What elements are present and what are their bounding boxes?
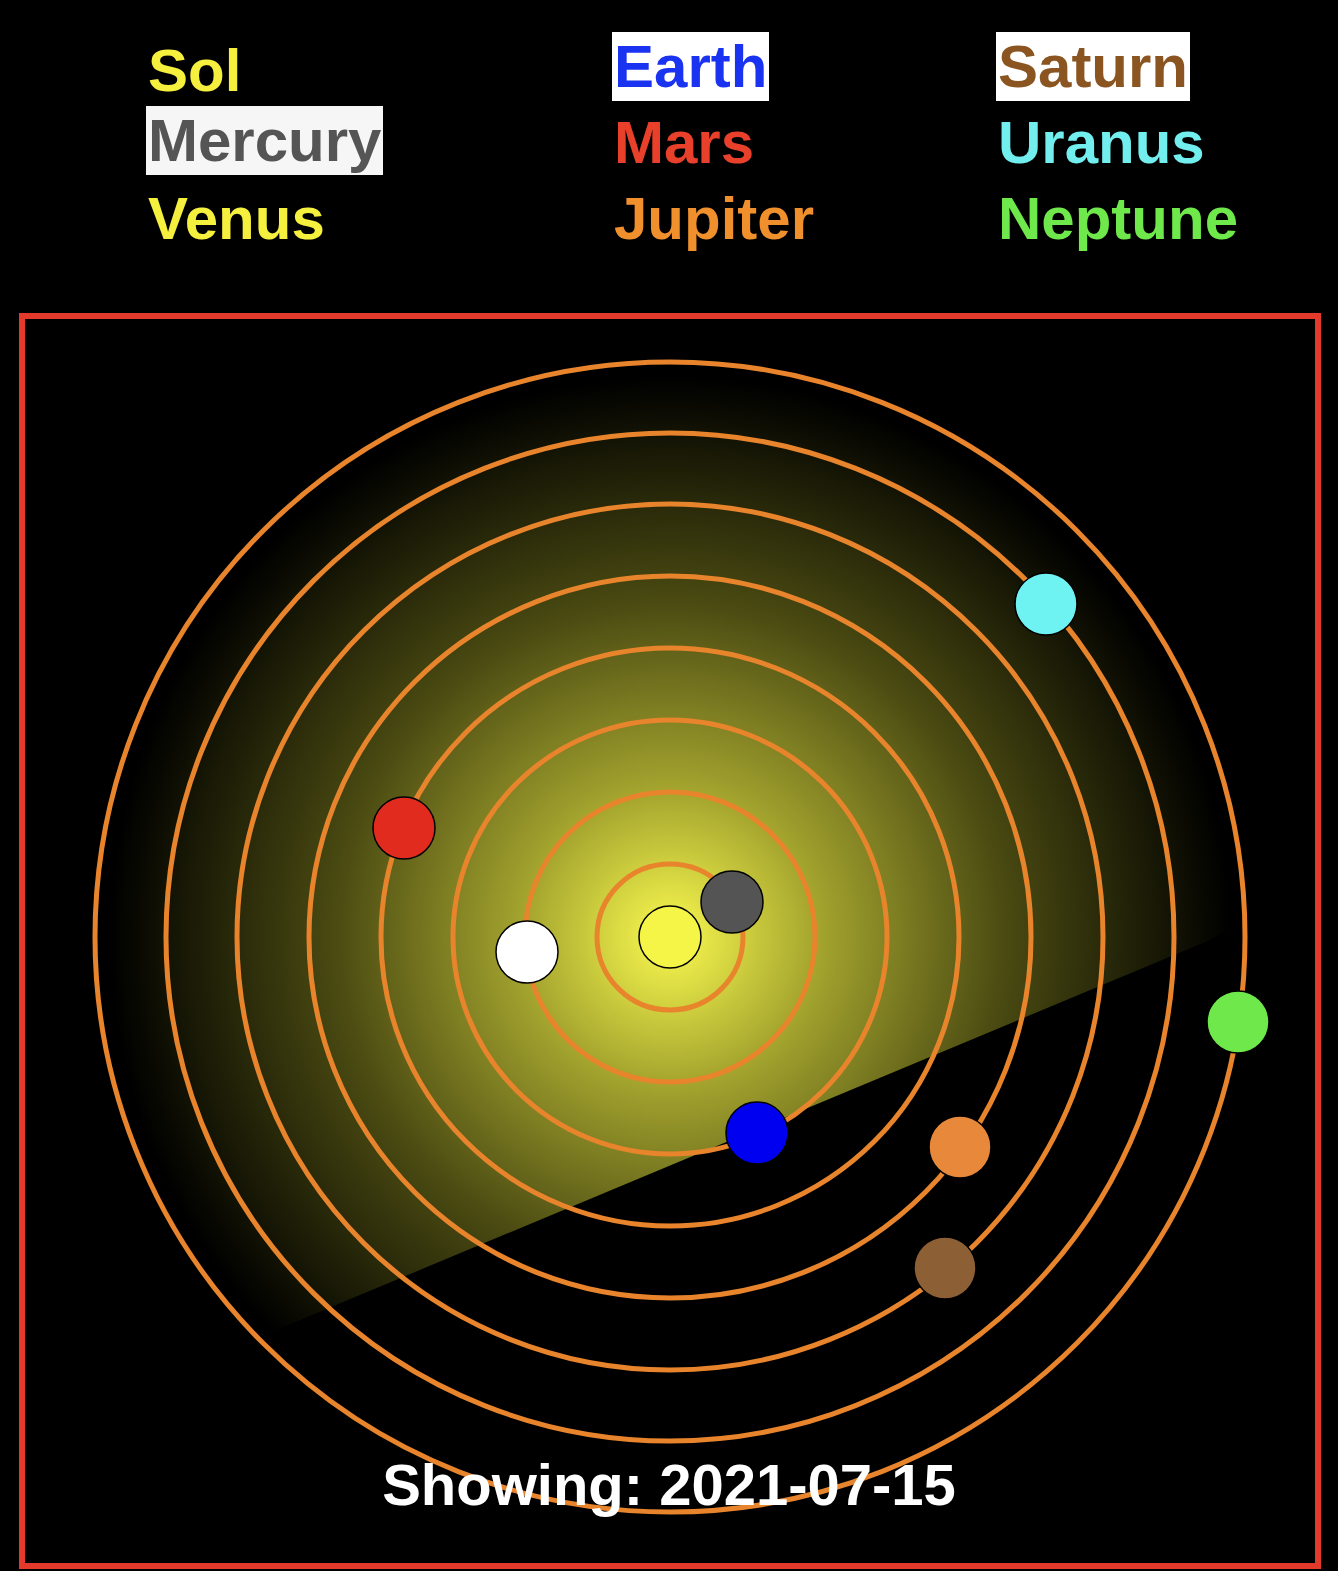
planet-name: Neptune	[996, 184, 1240, 253]
view-frame	[22, 316, 1318, 1566]
uranus	[1015, 573, 1077, 635]
date-caption: Showing: 2021-07-15	[0, 1452, 1338, 1519]
earth	[726, 1102, 788, 1164]
mars	[373, 797, 435, 859]
sun	[639, 906, 701, 968]
mercury	[701, 871, 763, 933]
planet-name: Earth	[612, 32, 769, 101]
planet-name: Uranus	[996, 108, 1207, 177]
planet-name: Saturn	[996, 32, 1190, 101]
planet-name: Jupiter	[612, 184, 816, 253]
orbits	[95, 362, 1245, 1512]
planets	[373, 573, 1269, 1299]
venus	[496, 921, 558, 983]
jupiter	[929, 1116, 991, 1178]
planet-name: Mercury	[146, 106, 383, 175]
planet-name: Mars	[612, 108, 756, 177]
planet-name: Venus	[146, 184, 327, 253]
sun-glow	[110, 377, 1230, 1497]
saturn	[914, 1237, 976, 1299]
neptune	[1207, 991, 1269, 1053]
planet-name: Sol	[146, 36, 243, 105]
